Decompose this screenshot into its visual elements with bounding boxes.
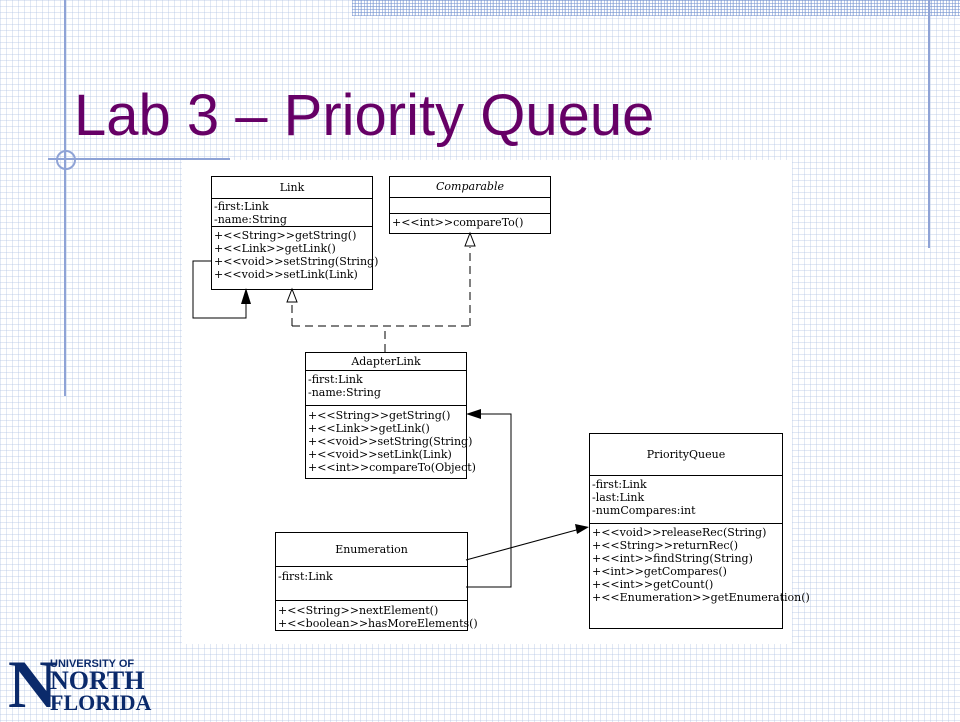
- operation: +<<String>>returnRec(): [592, 539, 739, 552]
- operation: +<<Link>>getLink(): [308, 422, 430, 435]
- class-priority-queue: PriorityQueue -first:Link -last:Link -nu…: [589, 433, 810, 629]
- top-decorative-band: [352, 0, 960, 16]
- attribute: -numCompares:int: [592, 504, 696, 517]
- class-comparable-name: Comparable: [390, 177, 550, 198]
- attribute: -first:Link: [214, 200, 269, 213]
- logo-line-1: UNIVERSITY OF: [50, 658, 135, 670]
- slide-title: Lab 3 – Priority Queue: [74, 83, 655, 148]
- class-enumeration-name: Enumeration: [276, 533, 467, 567]
- logo-line-2: NORTH: [50, 666, 145, 695]
- operation: +<<String>>getString(): [214, 229, 357, 242]
- class-comparable-operations: +<<int>>compareTo(): [390, 214, 550, 229]
- operation: +<<Link>>getLink(): [214, 242, 336, 255]
- class-priority-queue-name: PriorityQueue: [590, 434, 782, 476]
- operation: +<<void>>releaseRec(String): [592, 526, 767, 539]
- class-link-operations: +<<String>>getString() +<<Link>>getLink(…: [212, 227, 379, 281]
- operation: +<<int>>compareTo(): [392, 216, 524, 229]
- class-priority-queue-attributes: -first:Link -last:Link -numCompares:int: [590, 476, 782, 524]
- class-enumeration-operations: +<<String>>nextElement() +<<boolean>>has…: [276, 601, 478, 630]
- operation: +<<Enumeration>>getEnumeration(): [592, 591, 810, 604]
- class-adapter-link-name: AdapterLink: [306, 353, 466, 371]
- attribute: -first:Link: [592, 478, 647, 491]
- attribute: -first:Link: [308, 373, 363, 386]
- university-logo: N UNIVERSITY OF NORTH FLORIDA: [6, 650, 174, 718]
- class-link: Link -first:Link -name:String +<<String>…: [211, 176, 379, 290]
- operation: +<<boolean>>hasMoreElements(): [278, 617, 478, 630]
- logo-line-3: FLORIDA: [50, 690, 152, 715]
- operation: +<<void>>setLink(Link): [308, 448, 452, 461]
- class-adapter-link-operations: +<<String>>getString() +<<Link>>getLink(…: [306, 406, 476, 474]
- operation: +<<int>>compareTo(Object): [308, 461, 476, 474]
- class-link-attributes: -first:Link -name:String: [212, 199, 372, 227]
- class-adapter-link-attributes: -first:Link -name:String: [306, 371, 466, 406]
- operation: +<<void>>setString(String): [214, 255, 379, 268]
- attribute: -name:String: [308, 386, 381, 399]
- operation: +<int>>getCompares(): [592, 565, 727, 578]
- class-enumeration-attributes: -first:Link: [276, 567, 467, 601]
- decorative-circle: [56, 150, 76, 170]
- attribute: -name:String: [214, 213, 287, 226]
- class-comparable: Comparable +<<int>>compareTo(): [389, 176, 551, 234]
- class-adapter-link: AdapterLink -first:Link -name:String +<<…: [305, 352, 476, 479]
- operation: +<<int>>getCount(): [592, 578, 714, 591]
- operation: +<<String>>getString(): [308, 409, 451, 422]
- operation: +<<void>>setLink(Link): [214, 268, 358, 281]
- decorative-vertical-line-left: [64, 0, 66, 396]
- attribute: -last:Link: [592, 491, 645, 504]
- class-priority-queue-operations: +<<void>>releaseRec(String) +<<String>>r…: [590, 524, 810, 604]
- operation: +<<String>>nextElement(): [278, 604, 439, 617]
- class-enumeration: Enumeration -first:Link +<<String>>nextE…: [275, 532, 478, 631]
- class-comparable-attributes: [390, 198, 550, 214]
- class-link-name: Link: [212, 177, 372, 199]
- attribute: -first:Link: [278, 570, 333, 583]
- operation: +<<int>>findString(String): [592, 552, 753, 565]
- operation: +<<void>>setString(String): [308, 435, 473, 448]
- decorative-horizontal-line: [48, 158, 230, 160]
- logo-letter: N: [8, 646, 58, 722]
- decorative-vertical-line-right: [928, 0, 930, 248]
